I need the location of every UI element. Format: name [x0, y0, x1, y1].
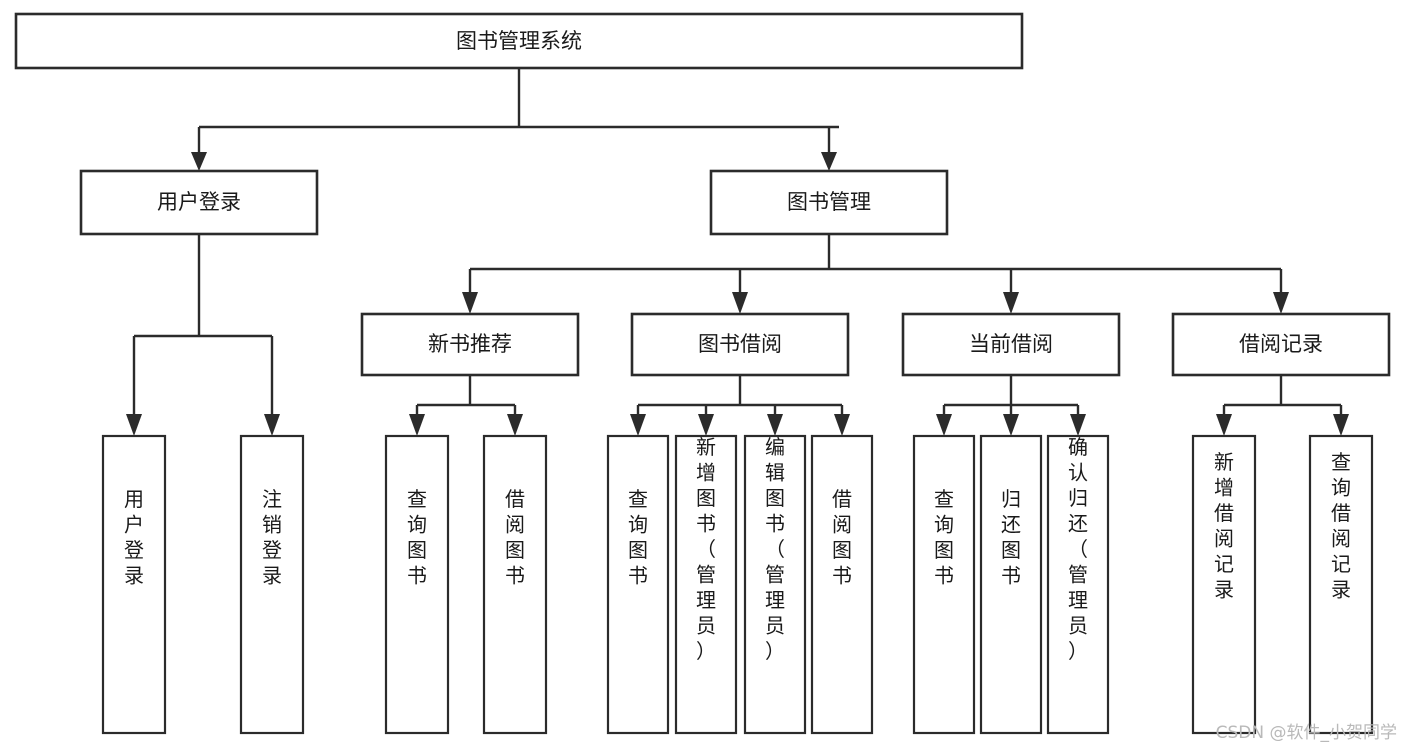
node-new-book-recommend-box[interactable] — [360, 312, 580, 377]
arrow-bm-to-current-borrow — [1003, 292, 1019, 314]
node-book-manage-box[interactable] — [709, 169, 949, 236]
leaf-label-edit-book-admin: 编辑图书（管理员） — [765, 435, 785, 663]
node-book-manage[interactable]: 图书管理 — [709, 169, 949, 236]
node-user-login-box[interactable] — [79, 169, 319, 236]
leaf-label-add-borrow-record: 新增借阅记录 — [1214, 450, 1234, 602]
node-root-box[interactable] — [14, 12, 1024, 70]
leaf-box-user-logout[interactable] — [239, 434, 305, 735]
node-current-borrow-label: 当前借阅 — [969, 332, 1053, 356]
arrow-root-to-book-manage — [821, 152, 837, 171]
arrow-bb-leaf-3 — [767, 414, 783, 436]
leaf-label-confirm-return-admin: 确认归还（管理员） — [1068, 435, 1088, 663]
leaf-box-query-book-2[interactable] — [606, 434, 670, 735]
node-book-manage-label: 图书管理 — [787, 190, 871, 214]
leaf-box-query-book-1[interactable] — [384, 434, 450, 735]
leaf-box-query-book-3[interactable] — [912, 434, 976, 735]
csdn-watermark: CSDN @软件_小贺同学 — [1215, 723, 1397, 743]
arrow-cb-leaf-2 — [1003, 414, 1019, 436]
leaf-label-user-logout: 注销登录 — [262, 487, 282, 588]
arrow-cb-leaf-3 — [1070, 414, 1086, 436]
arrow-nbr-leaf-1 — [409, 414, 425, 436]
arrow-bb-leaf-2 — [698, 414, 714, 436]
leaf-label-query-borrow-record: 查询借阅记录 — [1331, 450, 1351, 602]
leaf-label-user-login: 用户登录 — [124, 487, 144, 588]
node-borrow-record[interactable]: 借阅记录 — [1171, 312, 1391, 377]
leaf-box-confirm-return-admin[interactable] — [1046, 434, 1110, 735]
arrow-br-leaf-2 — [1333, 414, 1349, 436]
leaf-label-return-book: 归还图书 — [1001, 487, 1021, 588]
arrow-br-leaf-1 — [1216, 414, 1232, 436]
arrow-nbr-leaf-2 — [507, 414, 523, 436]
leaf-box-query-borrow-record[interactable] — [1308, 434, 1374, 735]
leaf-box-borrow-book-2[interactable] — [810, 434, 874, 735]
node-book-borrow-label: 图书借阅 — [698, 332, 782, 356]
leaf-label-query-book-3: 查询图书 — [934, 487, 954, 588]
arrow-root-to-user-login — [191, 152, 207, 171]
arrow-user-login-leaf-1 — [126, 414, 142, 436]
node-current-borrow[interactable]: 当前借阅 — [901, 312, 1121, 377]
leaf-box-add-borrow-record[interactable] — [1191, 434, 1257, 735]
node-book-borrow[interactable]: 图书借阅 — [630, 312, 850, 377]
arrow-cb-leaf-1 — [936, 414, 952, 436]
node-new-book-recommend[interactable]: 新书推荐 — [360, 312, 580, 377]
arrow-bb-leaf-4 — [834, 414, 850, 436]
leaf-label-layer: 用户登录 注销登录 查询图书 借阅图书 查询图书 新增图书（管理员） 编辑图书（… — [124, 435, 1351, 663]
leaf-box-layer — [101, 434, 1374, 735]
arrow-user-login-leaf-2 — [264, 414, 280, 436]
arrow-bm-to-book-borrow — [732, 292, 748, 314]
arrow-bm-to-borrow-record — [1273, 292, 1289, 314]
node-borrow-record-box[interactable] — [1171, 312, 1391, 377]
leaf-label-query-book-2: 查询图书 — [628, 487, 648, 588]
node-borrow-record-label: 借阅记录 — [1239, 332, 1323, 356]
leaf-label-query-book-1: 查询图书 — [407, 487, 427, 588]
node-user-login-label: 用户登录 — [157, 190, 241, 214]
leaf-box-edit-book-admin[interactable] — [743, 434, 807, 735]
leaf-box-borrow-book-1[interactable] — [482, 434, 548, 735]
connector-layer — [126, 68, 1349, 436]
leaf-box-return-book[interactable] — [979, 434, 1043, 735]
node-user-login[interactable]: 用户登录 — [79, 169, 319, 236]
leaf-box-user-login[interactable] — [101, 434, 167, 735]
leaf-label-borrow-book-1: 借阅图书 — [505, 487, 525, 588]
leaf-label-borrow-book-2: 借阅图书 — [832, 487, 852, 588]
node-new-book-recommend-label: 新书推荐 — [428, 332, 512, 356]
node-current-borrow-box[interactable] — [901, 312, 1121, 377]
node-root[interactable]: 图书管理系统 — [14, 12, 1024, 70]
leaf-box-add-book-admin[interactable] — [674, 434, 738, 735]
node-book-borrow-box[interactable] — [630, 312, 850, 377]
arrow-bm-to-new-book-recommend — [462, 292, 478, 314]
leaf-label-add-book-admin: 新增图书（管理员） — [696, 435, 716, 663]
node-root-label: 图书管理系统 — [456, 29, 582, 53]
arrow-bb-leaf-1 — [630, 414, 646, 436]
